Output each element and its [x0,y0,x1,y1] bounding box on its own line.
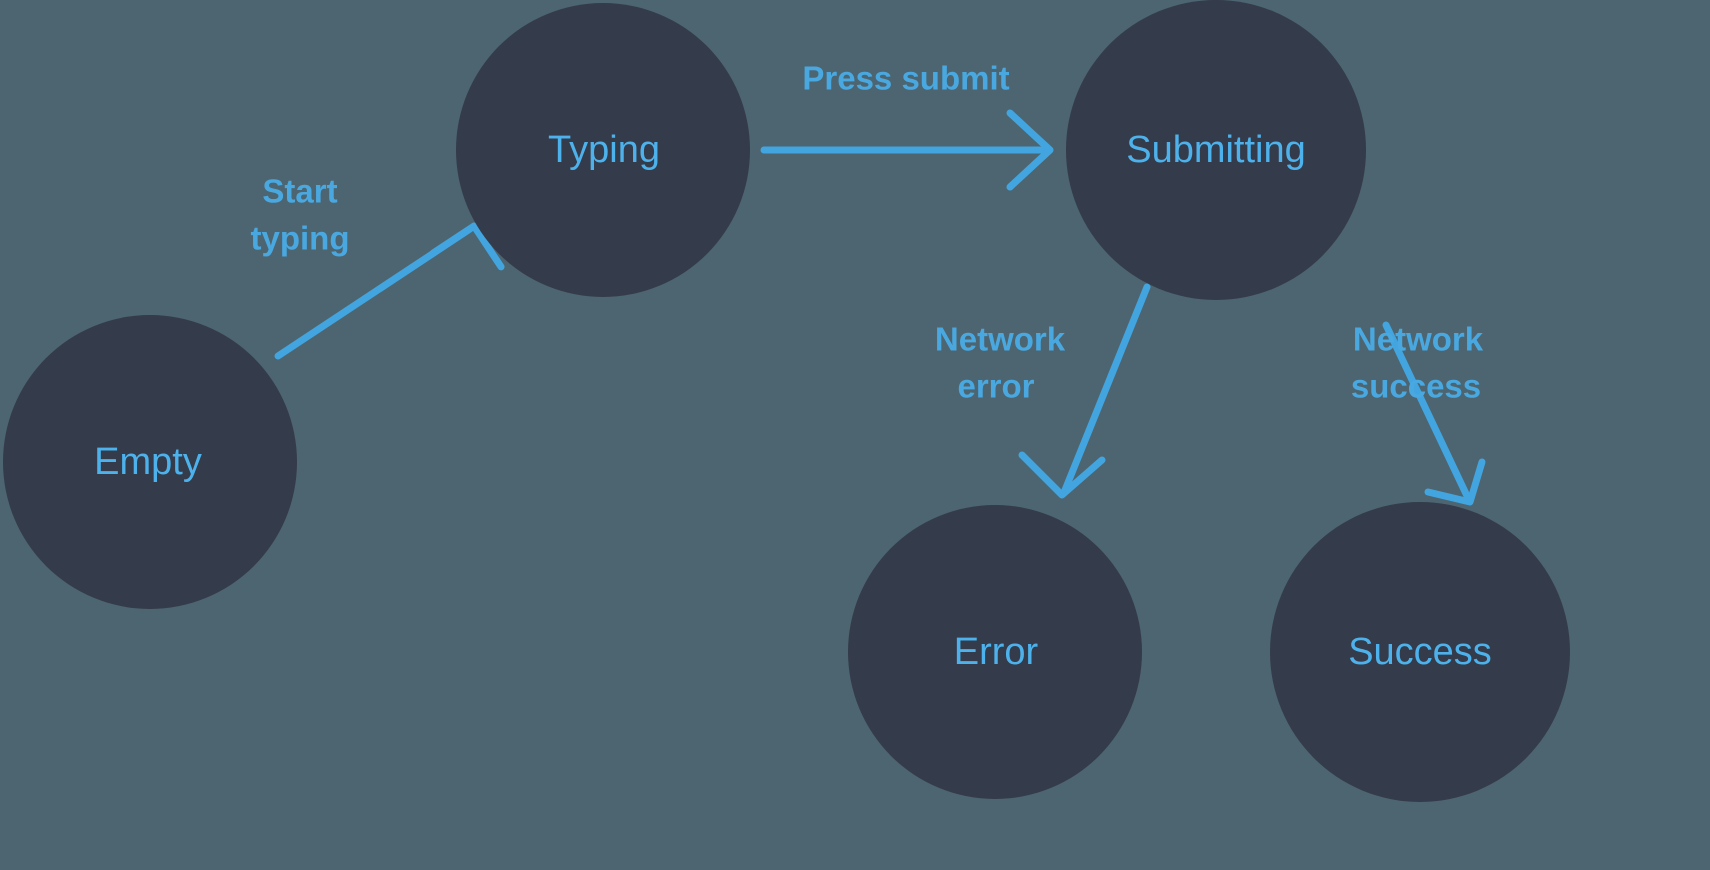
state-node-empty-circle[interactable] [3,315,297,609]
transition-network-success [1382,321,1486,506]
state-node-success-label: Success [1348,631,1492,673]
state-node-typing[interactable]: Typing [456,3,750,297]
edge-label-start-typing: Start typing [251,173,350,257]
transition-network-error [1018,283,1151,499]
state-node-empty-label: Empty [94,441,202,483]
network-error-arrow-line [1061,283,1151,494]
edge-label-press-submit: Press submit [802,60,1009,97]
state-node-typing-label: Typing [548,129,660,171]
edge-label-press-submit-line-1: Press submit [802,60,1009,97]
edge-label-network-success: Network success [1351,321,1484,405]
edge-label-network-error-line-2: error [957,368,1034,405]
state-node-success[interactable]: Success [1270,502,1570,802]
state-node-submitting[interactable]: Submitting [1066,0,1366,300]
press-submit-arrowhead [1006,109,1054,191]
state-node-error-label: Error [954,631,1039,673]
state-node-error-circle[interactable] [848,505,1142,799]
state-node-success-circle[interactable] [1270,502,1570,802]
state-node-submitting-label: Submitting [1126,129,1306,171]
network-error-arrowhead [1018,451,1106,499]
edge-label-start-typing-line-2: typing [251,220,350,257]
edge-label-network-success-line-1: Network [1353,321,1484,358]
network-success-arrow-line [1382,321,1472,502]
state-node-error[interactable]: Error [848,505,1142,799]
transition-start-typing [274,222,505,360]
edge-label-network-error-line-1: Network [935,321,1066,358]
edge-label-start-typing-line-1: Start [262,173,337,210]
start-typing-arrowhead [429,222,505,271]
state-node-typing-circle[interactable] [456,3,750,297]
transition-press-submit [760,109,1054,191]
network-success-arrowhead [1424,458,1486,506]
edge-label-network-error: Network error [935,321,1066,405]
edge-label-network-success-line-2: success [1351,368,1481,405]
state-node-empty[interactable]: Empty [3,315,297,609]
state-node-submitting-circle[interactable] [1066,0,1366,300]
